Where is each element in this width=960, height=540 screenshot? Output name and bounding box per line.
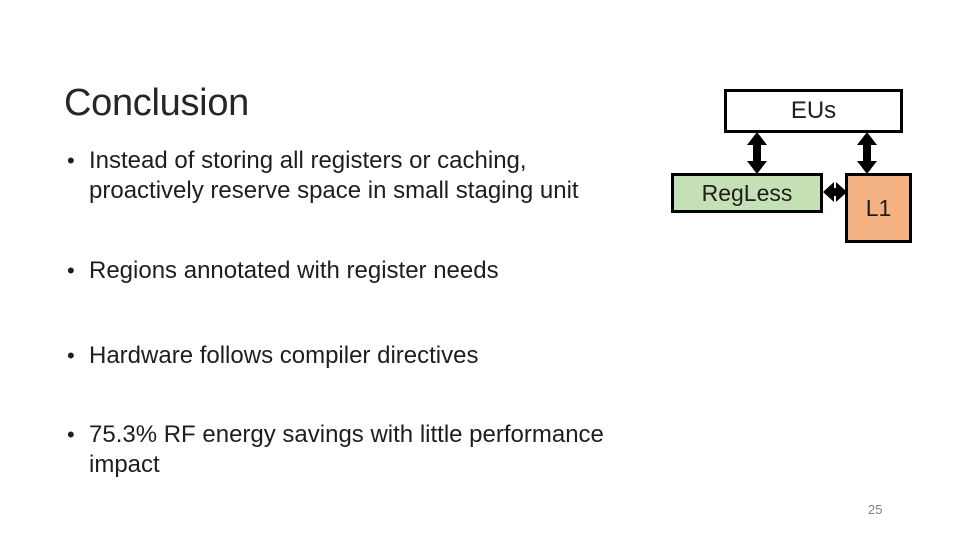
- architecture-diagram: EUs RegLess L1: [660, 85, 920, 255]
- bullet-text: Regions annotated with register needs: [89, 257, 499, 284]
- diagram-box-eus: EUs: [724, 89, 903, 133]
- bullet-marker: •: [67, 148, 75, 173]
- bullet-item: • 75.3% RF energy savings with little pe…: [67, 420, 604, 480]
- double-arrow-eus-l1-icon: [857, 132, 877, 174]
- diagram-box-label: L1: [865, 194, 892, 221]
- diagram-box-l1: L1: [845, 173, 912, 243]
- bullet-text: proactively reserve space in small stagi…: [89, 177, 579, 204]
- bullet-item: • Instead of storing all registers or ca…: [67, 146, 579, 206]
- page-number: 25: [868, 502, 883, 517]
- bullet-text: impact: [89, 451, 160, 478]
- double-arrow-regless-l1-icon: [823, 182, 847, 202]
- diagram-box-label: EUs: [790, 97, 837, 124]
- slide-title: Conclusion: [64, 82, 249, 125]
- bullet-text: Instead of storing all registers or cach…: [89, 147, 527, 174]
- bullet-text: Hardware follows compiler directives: [89, 342, 479, 369]
- bullet-item: • Regions annotated with register needs: [67, 256, 499, 286]
- diagram-box-label: RegLess: [701, 179, 793, 206]
- bullet-marker: •: [67, 422, 75, 447]
- double-arrow-eus-regless-icon: [747, 132, 767, 174]
- diagram-box-regless: RegLess: [671, 173, 823, 213]
- bullet-item: • Hardware follows compiler directives: [67, 341, 478, 371]
- bullet-marker: •: [67, 343, 75, 368]
- bullet-marker: •: [67, 258, 75, 283]
- bullet-text: 75.3% RF energy savings with little perf…: [89, 421, 604, 448]
